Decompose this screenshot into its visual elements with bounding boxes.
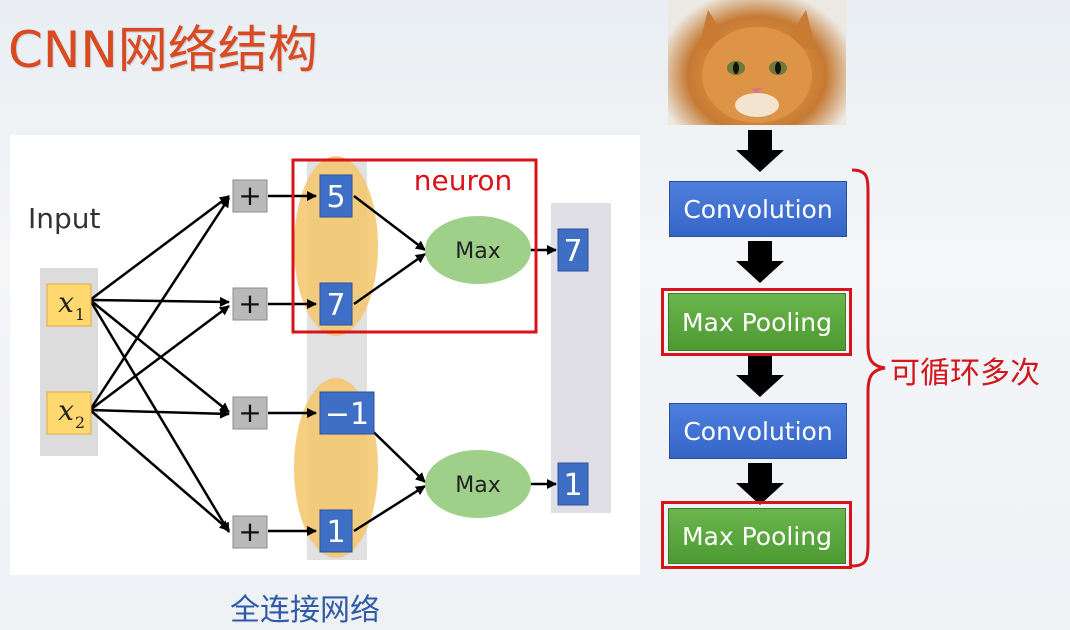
neuron-label: neuron (414, 164, 513, 197)
input-node-x1: x 1 (46, 283, 92, 327)
max-node-bottom: Max (425, 450, 531, 518)
svg-text:Max: Max (455, 239, 500, 264)
svg-text:+: + (238, 515, 261, 548)
svg-text:+: + (238, 179, 261, 212)
svg-text:1: 1 (75, 305, 85, 324)
convolution-step-1: Convolution (669, 181, 847, 237)
flow-arrows (736, 130, 784, 505)
plus-node-3: + (232, 396, 268, 430)
hidden-value-1: 5 (319, 174, 353, 218)
svg-text:−1: −1 (325, 397, 369, 432)
hidden-value-3: −1 (319, 391, 375, 435)
max-pooling-step-2: Max Pooling (668, 508, 846, 564)
neuron-highlight-frame (291, 158, 538, 334)
svg-text:7: 7 (563, 234, 582, 269)
hidden-value-4: 1 (319, 509, 353, 553)
svg-text:Max: Max (455, 473, 500, 498)
input-node-x2: x 2 (46, 391, 92, 435)
max-pooling-highlight-2 (661, 501, 852, 569)
output-value-1: 7 (557, 228, 589, 272)
cat-face-icon (698, 10, 816, 123)
input-edges (88, 194, 231, 533)
max-node-top: Max (425, 216, 531, 284)
page-title: CNN网络结构 (8, 21, 318, 79)
svg-text:7: 7 (326, 288, 345, 323)
max-pooling-highlight-1 (661, 288, 852, 356)
svg-text:x: x (58, 394, 74, 427)
svg-text:1: 1 (326, 515, 345, 550)
svg-text:+: + (238, 287, 261, 320)
repeat-label: 可循环多次 (890, 356, 1040, 391)
max-pooling-step-1: Max Pooling (668, 293, 846, 351)
svg-text:x: x (58, 286, 74, 319)
convolution-step-2: Convolution (669, 403, 847, 459)
input-label: Input (28, 202, 101, 235)
hidden-value-2: 7 (319, 282, 353, 326)
neuron-group-ellipse-top (294, 156, 378, 336)
svg-text:2: 2 (75, 413, 85, 432)
plus-node-1: + (232, 179, 268, 213)
plus-node-4: + (232, 515, 268, 549)
svg-text:5: 5 (326, 180, 345, 215)
fully-connected-caption: 全连接网络 (230, 593, 380, 628)
svg-text:+: + (238, 396, 261, 429)
plus-node-2: + (232, 287, 268, 321)
repeat-brace (851, 168, 886, 568)
cat-image (668, 0, 846, 125)
output-value-2: 1 (557, 462, 589, 506)
svg-text:1: 1 (563, 468, 582, 503)
